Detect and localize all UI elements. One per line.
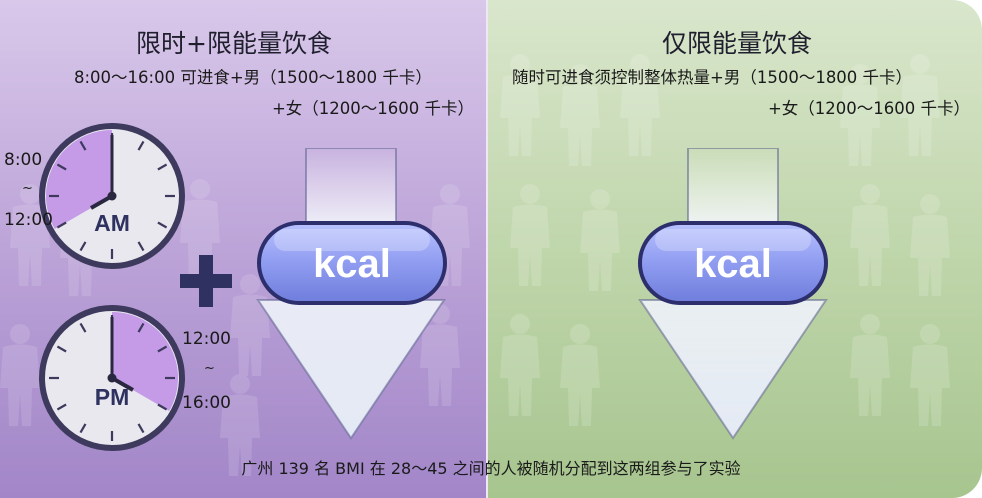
left-kcal-badge: kcal [257,221,447,305]
left-title: 限时+限能量饮食 [136,29,332,58]
right-title: 仅限能量饮食 [662,29,813,58]
plus-icon [180,255,232,307]
left-line-1: 8:00～16:00 可进食+男（1500～1800 千卡） [74,68,432,87]
right-line-2: +女（1200～1600 千卡） [767,99,970,118]
left-line-2: +女（1200～1600 千卡） [271,99,474,118]
pm-label: PM [95,384,130,410]
pm-time-start: 12:00 [182,329,231,349]
right-kcal-badge: kcal [638,221,828,305]
panel-divider [486,0,488,498]
footer-caption: 广州 139 名 BMI 在 28～45 之间的人被随机分配到这两组参与了实验 [241,459,741,478]
pm-time-end: 16:00 [182,393,231,413]
am-label: AM [94,210,130,236]
am-time-separator: ~ [22,181,33,196]
am-time-start: 8:00 [4,150,43,170]
am-clock-icon: AM [39,123,185,269]
right-line-1: 随时可进食须控制整体热量+男（1500～1800 千卡） [512,68,913,87]
am-time-end: 12:00 [4,210,53,230]
right-kcal-text: kcal [694,242,772,286]
pm-time-separator: ~ [204,361,215,376]
left-kcal-text: kcal [313,242,391,286]
pm-clock-icon: PM [39,305,185,451]
